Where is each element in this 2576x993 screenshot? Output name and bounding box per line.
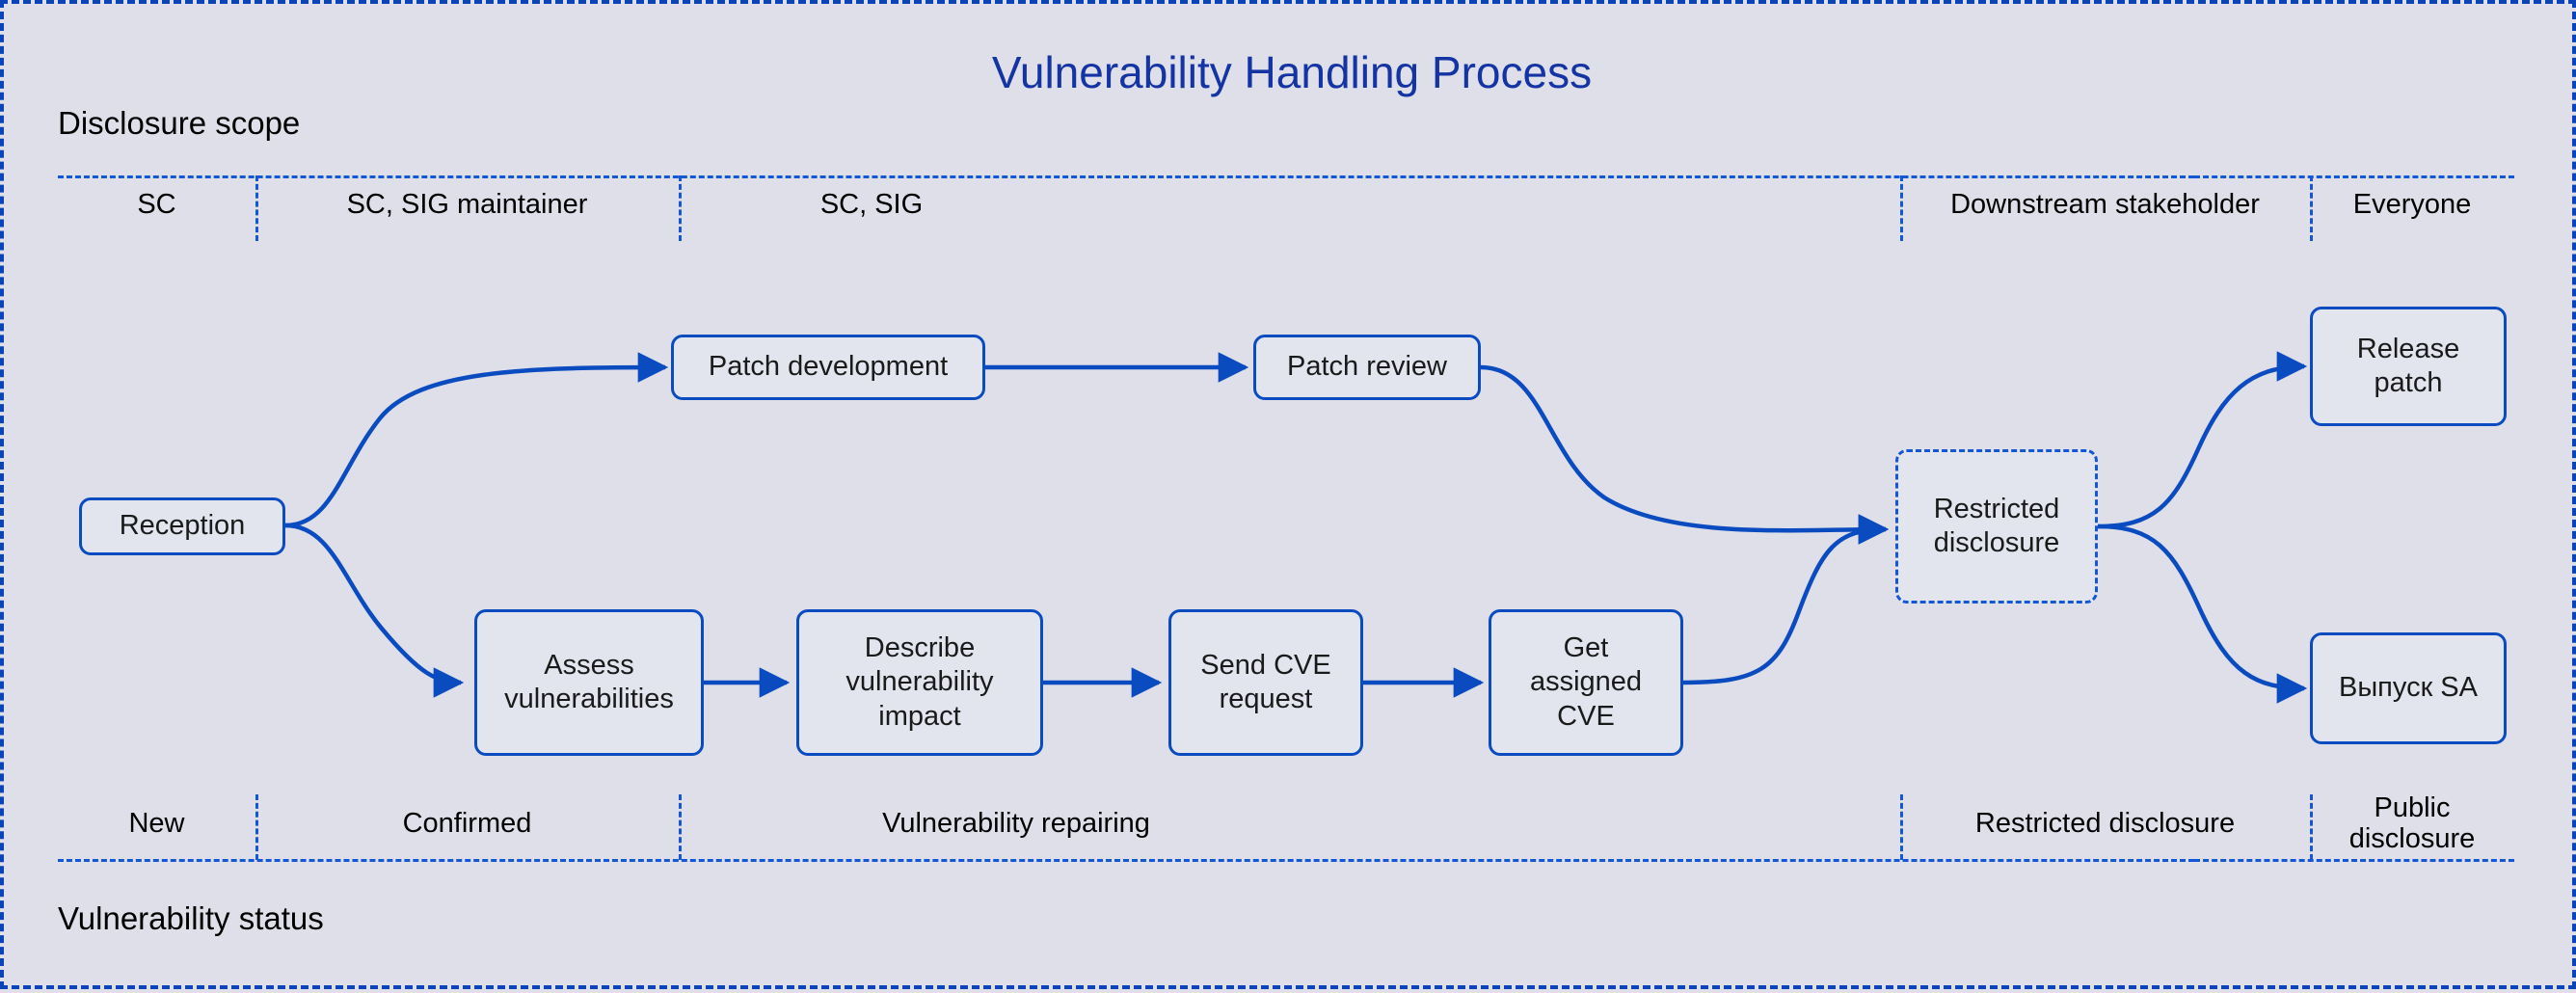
status-lane-vulnerability-repairing: Vulnerability repairing [882,808,1150,839]
scope-lane-everyone: Everyone [2352,189,2472,220]
edge-get-cve-to-restricted [1682,514,1890,685]
status-lane-new: New [128,808,185,839]
status-lane-restricted-disclosure: Restricted disclosure [1974,808,2236,839]
scope-divider-4 [2310,175,2313,241]
scope-lane-rule [58,175,2194,178]
edge-reception-to-patch-dev [284,352,669,528]
scope-divider-2 [679,175,682,241]
node-send-cve-request[interactable]: Send CVE request [1168,609,1363,756]
node-release-sa[interactable]: Выпуск SA [2310,632,2507,744]
status-divider-1 [255,794,258,860]
edge-restricted-to-release-sa [2097,523,2308,704]
scope-lane-rule-right [2194,175,2514,178]
node-patch-development[interactable]: Patch development [671,335,985,400]
status-lane-rule [58,859,2194,862]
scope-lane-sc: SC [137,189,176,220]
status-divider-3 [1900,794,1903,860]
node-assess-vulnerabilities[interactable]: Assess vulnerabilities [474,609,704,756]
scope-divider-3 [1900,175,1903,241]
status-lane-rule-right [2194,859,2514,862]
status-lane-confirmed: Confirmed [402,808,532,839]
node-describe-vulnerability-impact[interactable]: Describe vulnerability impact [796,609,1043,756]
status-lane-public-disclosure: Public disclosure [2348,792,2476,855]
status-divider-2 [679,794,682,860]
edge-reception-to-assess [284,523,465,698]
node-release-patch[interactable]: Release patch [2310,307,2507,426]
edge-patch-review-to-restricted [1480,364,1890,545]
node-reception[interactable]: Reception [79,497,285,555]
status-divider-4 [2310,794,2313,860]
node-patch-review[interactable]: Patch review [1253,335,1481,400]
scope-lane-downstream-stakeholder: Downstream stakeholder [1950,189,2260,220]
edge-restricted-to-release-patch [2097,351,2308,529]
connector-layer [284,351,2308,704]
scope-lane-sc-sig-maintainer: SC, SIG maintainer [346,189,588,220]
scope-lane-sc-sig: SC, SIG [819,189,924,220]
disclosure-scope-axis-label: Disclosure scope [58,105,301,141]
scope-divider-1 [255,175,258,241]
vulnerability-status-axis-label: Vulnerability status [58,900,324,936]
node-restricted-disclosure[interactable]: Restricted disclosure [1895,449,2098,604]
node-get-assigned-cve[interactable]: Get assigned CVE [1489,609,1683,756]
page-title: Vulnerability Handling Process [991,47,1593,97]
